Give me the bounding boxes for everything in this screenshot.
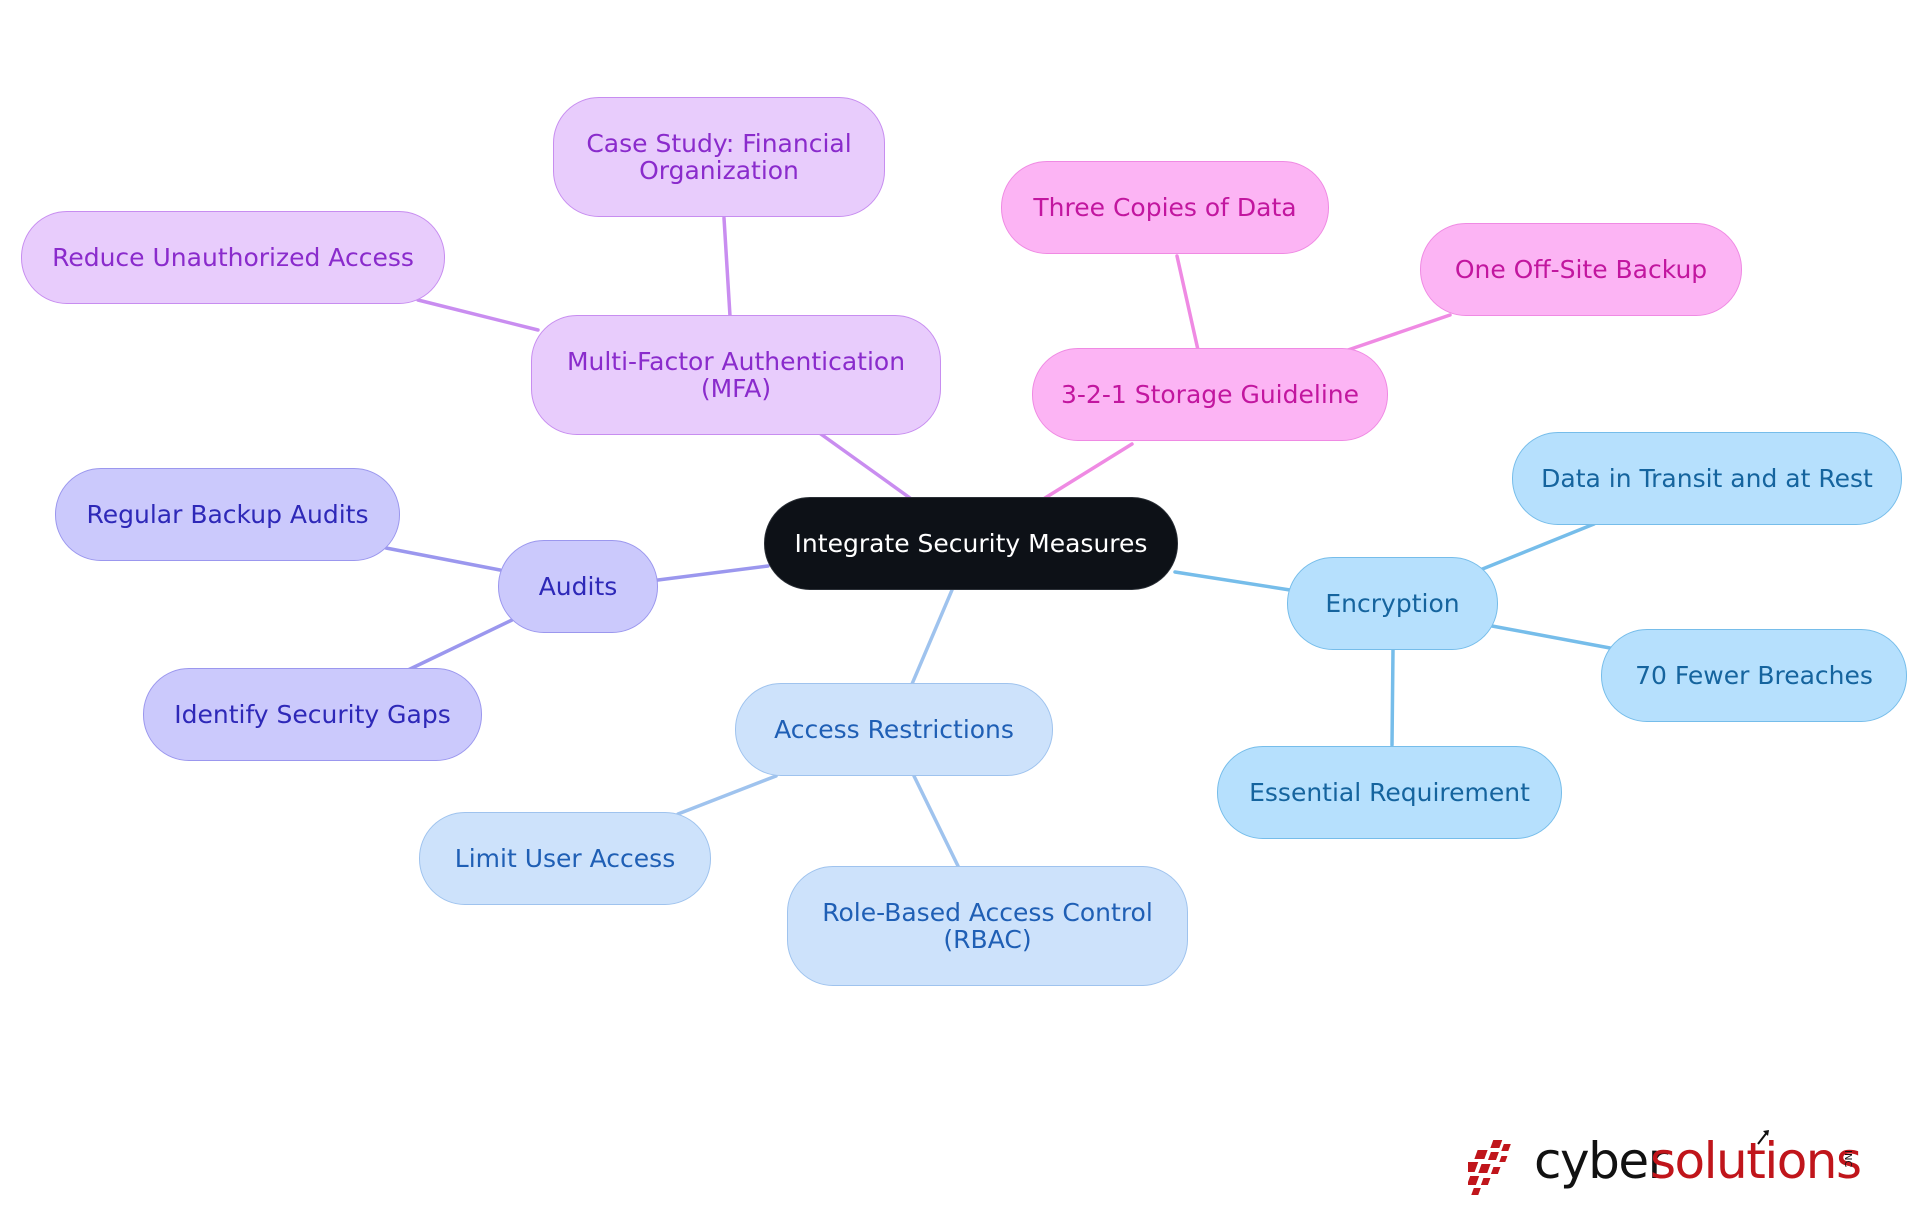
node-audits[interactable]: Audits	[498, 540, 658, 633]
logo-text-cyber: cyber	[1534, 1132, 1668, 1190]
node-regular-backup-audits[interactable]: Regular Backup Audits	[55, 468, 400, 561]
connector-audits-regular	[384, 546, 502, 572]
connector-encryption-breaches	[1490, 624, 1612, 650]
connector-encryption-transit	[1478, 522, 1596, 572]
node-storage-guideline[interactable]: 3-2-1 Storage Guideline	[1032, 348, 1388, 441]
connector-access-limit	[676, 774, 778, 816]
node-limit-user-access[interactable]: Limit User Access	[419, 812, 711, 905]
node-rbac[interactable]: Role-Based Access Control (RBAC)	[787, 866, 1188, 986]
node-reduce-unauthorized-access[interactable]: Reduce Unauthorized Access	[21, 211, 445, 304]
node-essential-requirement[interactable]: Essential Requirement	[1217, 746, 1562, 839]
connector-storage-copies	[1175, 254, 1200, 352]
connector-center-mfa	[816, 430, 912, 500]
connector-storage-offsite	[1346, 313, 1452, 352]
logo-text-solutions: solutions	[1650, 1132, 1862, 1190]
logo-text-inc: INC	[1842, 1150, 1853, 1168]
connector-center-encryption	[1173, 570, 1292, 592]
connector-encryption-essential	[1390, 648, 1395, 747]
connector-center-audits	[656, 564, 770, 582]
node-offsite-backup[interactable]: One Off-Site Backup	[1420, 223, 1742, 316]
node-case-study[interactable]: Case Study: Financial Organization	[553, 97, 885, 217]
connector-audits-gaps	[406, 618, 514, 672]
logo-mark-icon	[1468, 1140, 1511, 1195]
connector-center-access	[910, 588, 954, 686]
node-access-restrictions[interactable]: Access Restrictions	[735, 683, 1053, 776]
logo-arrow-icon	[1757, 1130, 1769, 1145]
node-mfa[interactable]: Multi-Factor Authentication (MFA)	[531, 315, 941, 435]
connector-mfa-reduce	[416, 298, 540, 332]
connector-access-rbac	[912, 774, 960, 868]
node-70-fewer-breaches[interactable]: 70 Fewer Breaches	[1601, 629, 1907, 722]
node-data-in-transit[interactable]: Data in Transit and at Rest	[1512, 432, 1902, 525]
connector-mfa-case-study	[722, 216, 732, 318]
connector-center-storage	[1043, 442, 1134, 500]
node-three-copies[interactable]: Three Copies of Data	[1001, 161, 1329, 254]
node-identify-security-gaps[interactable]: Identify Security Gaps	[143, 668, 482, 761]
center-node[interactable]: Integrate Security Measures	[764, 497, 1178, 590]
node-encryption[interactable]: Encryption	[1287, 557, 1498, 650]
cybersolutions-logo: cyber solutions INC	[1468, 1128, 1868, 1198]
